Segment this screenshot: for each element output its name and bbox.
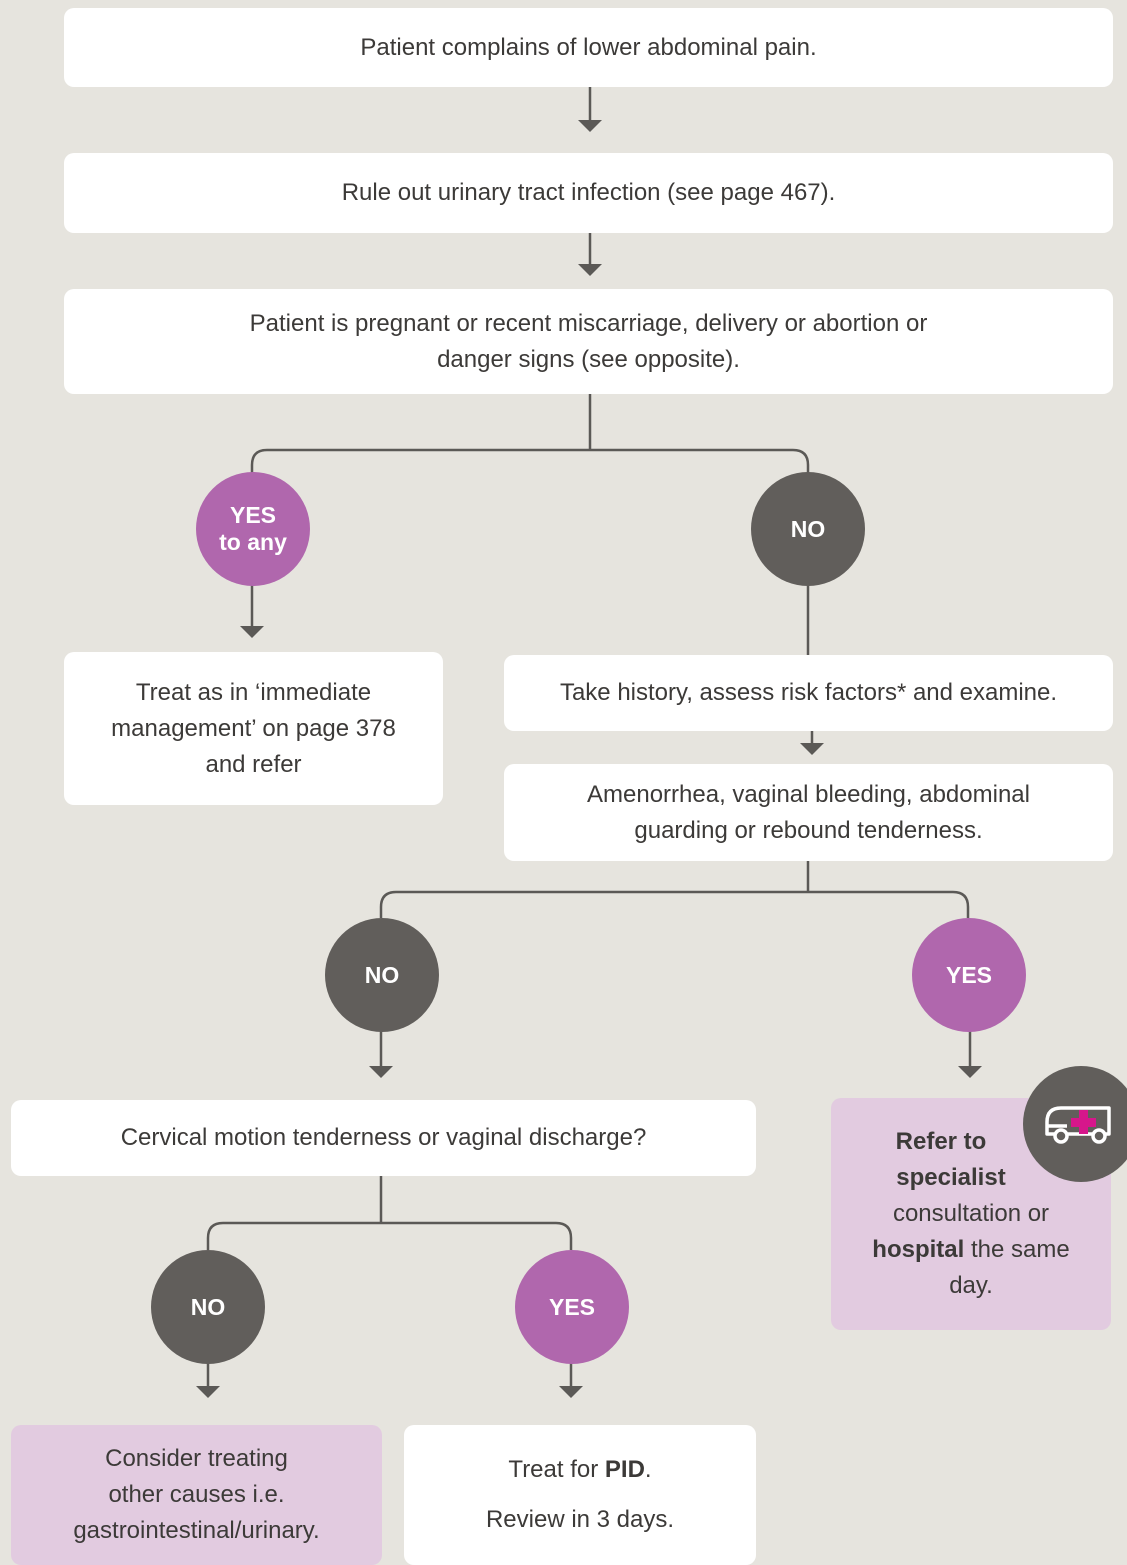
box-cervical-motion: Cervical motion tenderness or vaginal di… (11, 1100, 756, 1176)
refer-bold-text: Refer to (895, 1128, 987, 1155)
circle-label: NO (190, 1293, 226, 1320)
yes-to-any-circle: YES to any (196, 472, 310, 586)
circle-label-line1: YES (229, 502, 277, 528)
review-line: Review in 3 days. (485, 1506, 675, 1533)
box-lower-abdominal-pain: Patient complains of lower abdominal pai… (64, 8, 1113, 87)
box-text-line1: Patient is pregnant or recent miscarriag… (249, 309, 928, 337)
no-circle-pregnancy: NO (751, 472, 865, 586)
circle-label: YES (945, 961, 993, 988)
box-text: Patient complains of lower abdominal pai… (360, 33, 817, 61)
no-circle-amenorrhea: NO (325, 918, 439, 1032)
box-immediate-management: Treat as in ‘immediate management’ on pa… (64, 652, 443, 805)
box-text: Rule out urinary tract infection (see pa… (341, 179, 836, 206)
refer-line3: consultation or (892, 1200, 1050, 1227)
refer-plain-text: the same (964, 1236, 1070, 1263)
box-text-line3: gastrointestinal/urinary. (73, 1517, 320, 1544)
box-rule-out-uti: Rule out urinary tract infection (see pa… (64, 153, 1113, 233)
circle-label-line2: to any (219, 529, 287, 555)
box-text-line2: guarding or rebound tenderness. (634, 816, 983, 844)
refer-line2: specialist (896, 1160, 1005, 1196)
refer-line4: hospital the same (872, 1232, 1069, 1268)
refer-bold-text: hospital (872, 1236, 965, 1263)
yes-circle-cervical: YES (515, 1250, 629, 1364)
circle-label: NO (790, 515, 826, 542)
refer-bold-text: specialist (896, 1164, 1006, 1191)
pid-prefix: Treat for (508, 1456, 605, 1483)
box-text: Cervical motion tenderness or vaginal di… (120, 1124, 647, 1151)
box-treat-pid: Treat for PID. Review in 3 days. (404, 1425, 756, 1565)
circle-label: NO (364, 961, 400, 988)
refer-line5: day. (949, 1272, 993, 1299)
circle-label: YES (548, 1293, 596, 1320)
box-text-line2: other causes i.e. (108, 1481, 285, 1508)
box-text-line1: Amenorrhea, vaginal bleeding, abdominal (587, 780, 1030, 808)
pid-suffix: . (644, 1456, 652, 1483)
box-text-line2: danger signs (see opposite). (437, 345, 740, 373)
no-circle-cervical: NO (151, 1250, 265, 1364)
ambulance-icon (1023, 1066, 1127, 1182)
pid-line: Treat for PID. (508, 1452, 651, 1488)
box-text-line1: Consider treating (105, 1445, 288, 1472)
box-text: Take history, assess risk factors* and e… (559, 679, 1058, 706)
box-consider-other-causes: Consider treating other causes i.e. gast… (11, 1425, 382, 1565)
yes-circle-amenorrhea: YES (912, 918, 1026, 1032)
box-text-line1: Treat as in ‘immediate (135, 678, 372, 706)
box-take-history: Take history, assess risk factors* and e… (504, 655, 1113, 731)
box-text-line2: management’ on page 378 (111, 714, 396, 742)
box-pregnant-danger-signs: Patient is pregnant or recent miscarriag… (64, 289, 1113, 394)
refer-line1: Refer to (896, 1124, 987, 1160)
pid-bold-text: PID (604, 1456, 645, 1483)
box-amenorrhea: Amenorrhea, vaginal bleeding, abdominal … (504, 764, 1113, 861)
box-text-line3: and refer (205, 750, 302, 778)
